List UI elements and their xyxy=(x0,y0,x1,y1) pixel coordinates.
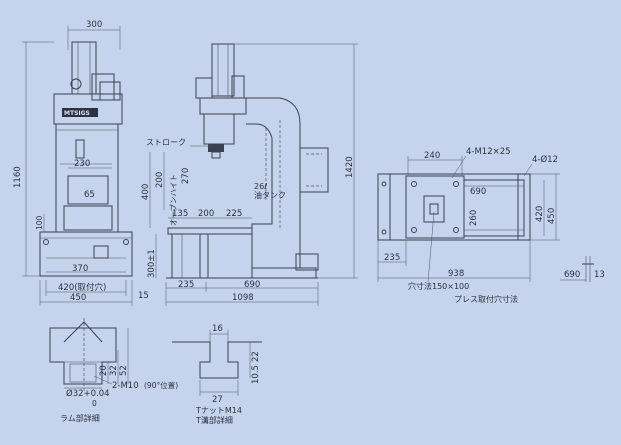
holes-4-d12: 4-Ø12 xyxy=(532,154,558,165)
dim-690-detail: 690 xyxy=(564,270,580,280)
holes-4-m12: 4-M12×25 xyxy=(466,147,511,157)
dim-230: 230 xyxy=(74,159,90,169)
ram-phi: Ø32+0.04 xyxy=(66,388,110,399)
ram-dim-32: 32 xyxy=(109,365,119,376)
dim-420-mount: 420(取付穴) xyxy=(58,282,106,293)
dim-235-side: 235 xyxy=(178,280,194,290)
plan-view: 240 4-M12×25 4-Ø12 690 260 420 450 xyxy=(377,147,605,304)
dim-13: 13 xyxy=(594,270,605,280)
front-view: 300 MTSIGS 230 65 370 xyxy=(13,20,149,306)
dim-15: 15 xyxy=(138,291,149,301)
ram-phi-lower: 0 xyxy=(92,399,97,408)
dim-300-1: 300±1 xyxy=(147,249,157,278)
dim-260: 260 xyxy=(469,210,479,226)
brand-logo: MTSIGS xyxy=(64,110,90,117)
dim-135: 135 xyxy=(172,209,188,219)
ram-tap-note: (90°位置) xyxy=(144,380,178,390)
dim-1160: 1160 xyxy=(13,166,23,188)
dim-300: 300 xyxy=(86,20,102,30)
ram-tap: 2-M10 xyxy=(112,381,139,391)
dim-370: 370 xyxy=(72,264,88,274)
dim-938: 938 xyxy=(448,269,464,279)
stroke-label: ストローク xyxy=(146,138,186,147)
plan-caption: プレス取付穴寸法 xyxy=(454,294,518,304)
dim-1420: 1420 xyxy=(345,156,355,178)
dim-65: 65 xyxy=(84,190,95,200)
dim-225: 225 xyxy=(226,209,242,219)
ram-caption: ラム部詳細 xyxy=(60,413,100,423)
tslot-dim-27: 27 xyxy=(212,395,223,405)
dim-240: 240 xyxy=(424,151,440,161)
dim-400: 400 xyxy=(141,184,151,200)
dim-690-side: 690 xyxy=(244,280,260,290)
dim-200: 200 xyxy=(198,209,214,219)
tslot-caption: T溝部詳細 xyxy=(195,415,233,425)
tslot-dim-22: 22 xyxy=(251,351,261,362)
dim-235-plan: 235 xyxy=(384,253,400,263)
dim-420-plan: 420 xyxy=(535,206,545,222)
ram-dim-20: 20 xyxy=(99,365,109,376)
tslot-nut: TナットM14 xyxy=(195,406,242,415)
tslot-detail: 16 22 10.5 27 TナットM14 T溝部詳細 xyxy=(172,324,262,425)
dim-stroke-200: 200 xyxy=(155,172,165,188)
tslot-dim-16: 16 xyxy=(212,324,223,334)
tslot-dim-10-5: 10.5 xyxy=(251,365,261,384)
open-height-label: オープンハイト xyxy=(169,174,178,226)
dim-450-plan: 450 xyxy=(547,208,557,224)
hole-dimension-label: 穴寸法150×100 xyxy=(408,281,469,291)
dim-100: 100 xyxy=(35,215,44,230)
ram-detail: 20 32 52 Ø32+0.04 0 2-M10 (90°位置) ラム部詳細 xyxy=(49,318,178,423)
ram-dim-52: 52 xyxy=(119,365,129,376)
dim-1098: 1098 xyxy=(232,293,254,303)
dim-270: 270 xyxy=(181,168,191,184)
dim-690-plan: 690 xyxy=(470,187,486,197)
dim-450-front: 450 xyxy=(70,293,86,303)
